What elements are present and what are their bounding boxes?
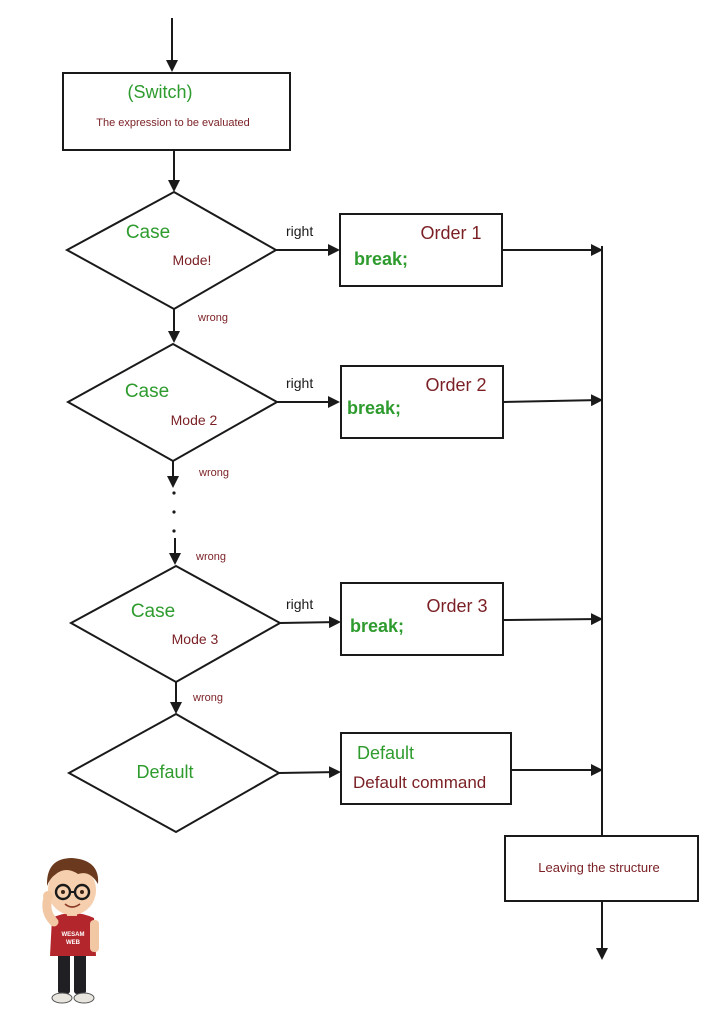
switch-box: (Switch) The expression to be evaluated <box>62 72 291 151</box>
between-wrong-label: wrong <box>195 551 226 563</box>
case-2-diamond: Case Mode 2 <box>65 342 280 463</box>
order-2-label: Order 2 <box>425 375 486 395</box>
case-1-diamond: Case Mode! <box>64 190 279 311</box>
order-1-box: Order 1 break; <box>339 213 503 287</box>
case-2-keyword: Case <box>125 381 169 402</box>
ellipsis-dots <box>172 491 176 533</box>
case-1-wrong-label: wrong <box>197 312 228 324</box>
switch-subtitle: The expression to be evaluated <box>96 117 250 129</box>
default-box-command: Default command <box>353 773 486 792</box>
mascot-illustration: WESAM WEB <box>42 858 99 1004</box>
case-3-right-label: right <box>286 596 313 612</box>
switch-title: (Switch) <box>127 82 192 102</box>
mascot-shirt-text-2: WEB <box>66 940 81 946</box>
exit-box: Leaving the structure <box>504 835 699 902</box>
order-2-exit-arrow <box>502 394 603 407</box>
case-1-keyword: Case <box>126 222 170 243</box>
order-1-label: Order 1 <box>420 223 481 243</box>
mascot-shirt-text-1: WESAM <box>62 932 85 938</box>
case-1-mode: Mode! <box>173 252 212 268</box>
order-2-box: Order 2 break; <box>340 365 504 439</box>
case-2-right-label: right <box>286 375 313 391</box>
case-3-diamond: Case Mode 3 <box>68 564 283 684</box>
default-arrow <box>278 766 341 779</box>
case-2-mode: Mode 2 <box>171 412 218 428</box>
exit-box-label: Leaving the structure <box>538 860 659 875</box>
order-3-break: break; <box>350 616 404 636</box>
order-3-exit-arrow <box>502 613 603 626</box>
order-3-label: Order 3 <box>426 596 487 616</box>
case-1-right-label: right <box>286 223 313 239</box>
case-2-wrong-label: wrong <box>198 467 229 479</box>
default-diamond-label: Default <box>136 762 193 782</box>
case-3-mode: Mode 3 <box>172 631 219 647</box>
order-2-break: break; <box>347 398 401 418</box>
default-diamond: Default <box>66 712 282 834</box>
case-3-right-arrow <box>279 616 341 629</box>
order-3-box: Order 3 break; <box>340 582 504 656</box>
case-3-keyword: Case <box>131 601 175 622</box>
default-box-title: Default <box>357 743 414 763</box>
order-1-break: break; <box>354 249 408 269</box>
default-box: Default Default command <box>340 732 512 805</box>
case-3-wrong-label: wrong <box>192 692 223 704</box>
